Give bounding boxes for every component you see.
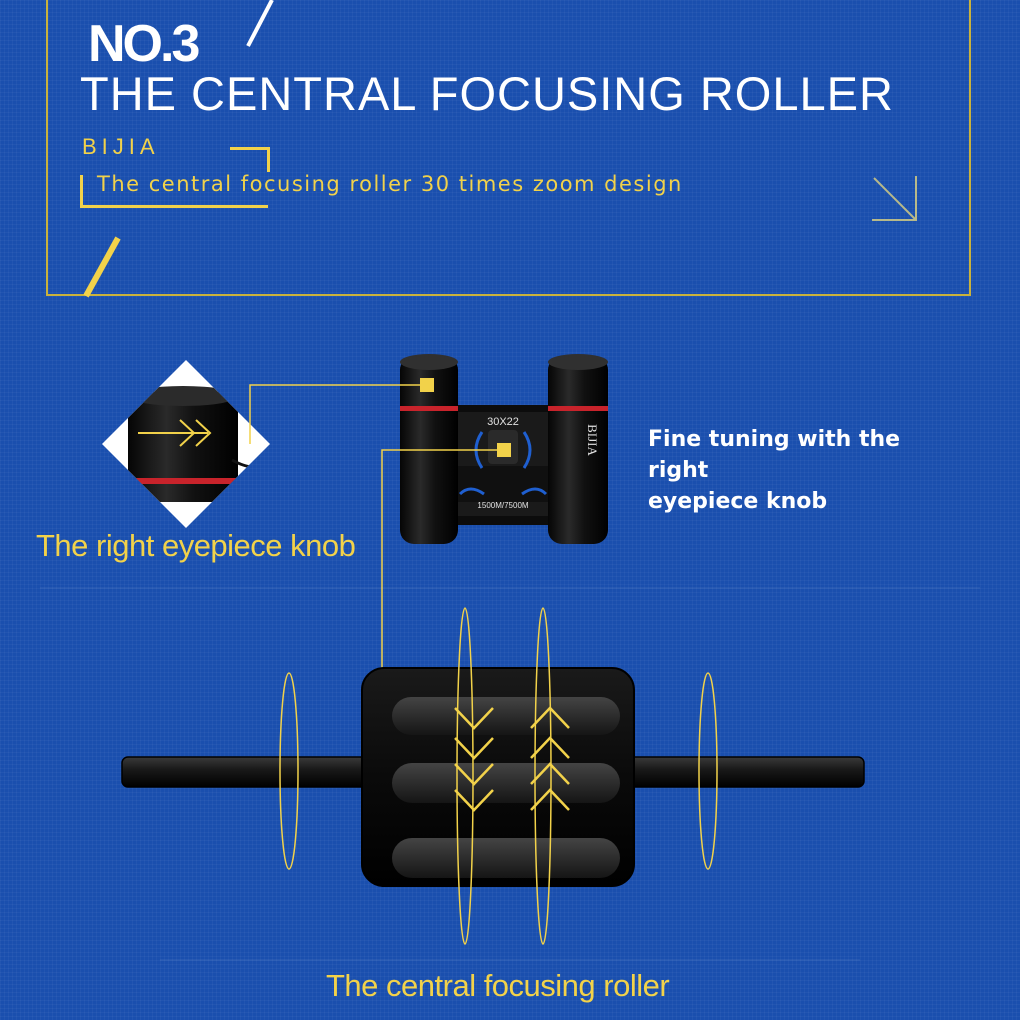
focusing-roller — [121, 667, 865, 887]
callout-lines — [249, 384, 497, 670]
rotation-rings — [279, 607, 718, 945]
binoculars: 30X22 BIJIA 1500M/7500M — [400, 354, 608, 544]
eyepiece-closeup — [102, 360, 270, 528]
callout-marker-eyepiece — [420, 378, 434, 392]
chevrons-down-icon — [454, 707, 494, 812]
right-eyepiece-knob-label: The right eyepiece knob — [36, 528, 356, 563]
binocular-model-label: 30X22 — [487, 416, 519, 428]
section-number: NO.3 — [88, 15, 200, 73]
arrow-down-right-icon — [872, 176, 917, 221]
fine-tuning-line-2: eyepiece knob — [648, 489, 828, 514]
page-title: THE CENTRAL FOCUSING ROLLER — [80, 67, 894, 120]
central-roller-label: The central focusing roller — [326, 968, 670, 1003]
subtitle-bracket-left — [80, 175, 268, 208]
subtitle-bracket-right — [230, 147, 270, 172]
subtitle: The central focusing roller 30 times zoo… — [97, 172, 683, 196]
decorative-slash-top — [246, 0, 274, 47]
callout-marker-roller — [497, 443, 511, 457]
brand-name: BIJIA — [82, 134, 160, 159]
header-frame — [46, 0, 971, 296]
arrow-right-icon — [138, 419, 212, 447]
binocular-brand-label: BIJIA — [585, 424, 600, 456]
chevrons-up-icon — [530, 706, 570, 811]
fine-tuning-label: Fine tuning with the right eyepiece knob — [648, 424, 968, 517]
binocular-range-label: 1500M/7500M — [477, 501, 528, 510]
decorative-slash-bottom — [83, 236, 121, 298]
fine-tuning-line-1: Fine tuning with the right — [648, 427, 901, 483]
